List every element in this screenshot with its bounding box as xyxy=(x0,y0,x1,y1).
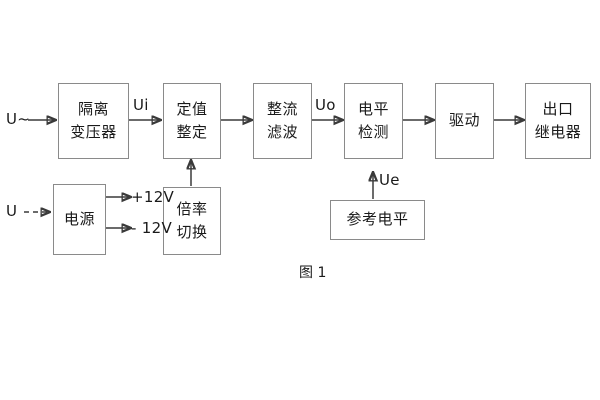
label-ui: Ui xyxy=(133,96,149,114)
label-supply-positive: +12V xyxy=(131,188,175,206)
label-ue: Ue xyxy=(379,171,400,189)
block-output-relay-line-2: 继电器 xyxy=(534,123,582,141)
block-isolation-transformer-line-2: 变压器 xyxy=(70,123,117,141)
block-power-supply: 电源 xyxy=(53,184,106,255)
label-uo: Uo xyxy=(315,96,336,114)
label-ac-input: U~ xyxy=(6,110,31,128)
block-drive: 驱动 xyxy=(435,83,494,159)
block-reference-level-line-1: 参考电平 xyxy=(346,210,409,229)
block-level-detection-line-1: 电平 xyxy=(357,99,389,118)
block-setting-value-line-2: 整定 xyxy=(176,123,208,141)
block-isolation-transformer-line-1: 隔离 xyxy=(77,99,109,118)
block-power-supply-line-1: 电源 xyxy=(63,209,95,228)
block-multiplier-switch: 倍率 切换 xyxy=(163,187,221,255)
figure-caption: 图 1 xyxy=(299,265,327,281)
block-output-relay-line-1: 出口 xyxy=(542,99,574,118)
block-setting-value: 定值 整定 xyxy=(163,83,221,159)
label-supply-negative: - 12V xyxy=(131,219,173,237)
block-rectify-filter-line-2: 滤波 xyxy=(266,123,298,141)
block-multiplier-switch-line-1: 倍率 xyxy=(176,199,208,218)
block-setting-value-line-1: 定值 xyxy=(176,99,208,118)
block-level-detection-line-2: 检测 xyxy=(357,123,389,141)
block-rectify-filter: 整流 滤波 xyxy=(253,83,312,159)
block-output-relay: 出口 继电器 xyxy=(525,83,591,159)
label-dc-input: U xyxy=(6,202,18,220)
block-rectify-filter-line-1: 整流 xyxy=(266,99,298,118)
block-isolation-transformer: 隔离 变压器 xyxy=(58,83,129,159)
block-drive-line-1: 驱动 xyxy=(448,111,480,130)
block-level-detection: 电平 检测 xyxy=(344,83,403,159)
block-multiplier-switch-line-2: 切换 xyxy=(176,223,208,241)
block-reference-level: 参考电平 xyxy=(330,200,425,240)
